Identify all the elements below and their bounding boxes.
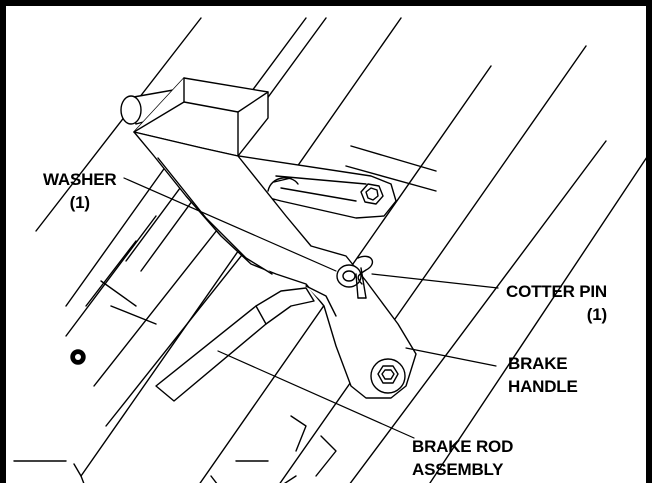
brake-handle-callout: BRAKE HANDLE bbox=[508, 352, 578, 398]
brake-handle-line1: BRAKE bbox=[508, 354, 568, 373]
brake-handle-plate bbox=[133, 131, 417, 399]
frame-rails bbox=[13, 17, 646, 483]
brake-rod-callout: BRAKE ROD ASSEMBLY bbox=[412, 435, 513, 481]
washer-callout: WASHER (1) bbox=[43, 168, 117, 214]
brake-handle-line2: HANDLE bbox=[508, 377, 578, 396]
leader-lines bbox=[123, 177, 499, 439]
cotter-pin-qty: (1) bbox=[586, 305, 607, 324]
lower-bolt bbox=[370, 358, 406, 394]
cotter-pin-leader bbox=[371, 273, 499, 289]
handle-grip bbox=[133, 77, 269, 157]
washer-qty: (1) bbox=[69, 193, 90, 212]
brake-rod-line2: ASSEMBLY bbox=[412, 460, 504, 479]
brake-rod-line1: BRAKE ROD bbox=[412, 437, 514, 456]
upper-hex-nut bbox=[267, 177, 384, 205]
brake-handle-leader bbox=[405, 347, 497, 367]
washer-leader bbox=[123, 177, 337, 272]
washer-and-cotter-pin bbox=[336, 255, 374, 299]
cotter-pin-label: COTTER PIN bbox=[506, 282, 607, 301]
brake-rod-leader bbox=[217, 350, 415, 439]
brake-rod bbox=[155, 287, 315, 402]
washer-label: WASHER bbox=[43, 170, 117, 189]
left-bolt bbox=[70, 349, 86, 365]
brake-assembly-drawing bbox=[13, 17, 646, 483]
cotter-pin-callout: COTTER PIN (1) bbox=[506, 280, 607, 326]
